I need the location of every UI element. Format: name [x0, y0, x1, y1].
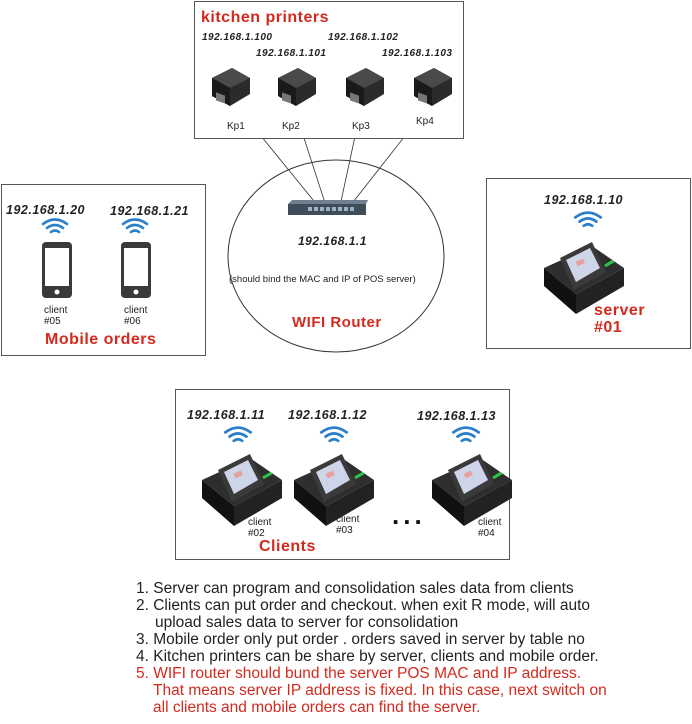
client-number: #06 [124, 316, 141, 327]
printer-label-2: Kp2 [282, 121, 300, 132]
client-word: client [124, 305, 148, 316]
pos-terminal-icon [432, 454, 512, 526]
switch-icon [288, 200, 368, 215]
wifi-icon [451, 426, 481, 443]
note-1: 1. Server can program and consolidation … [136, 580, 574, 597]
note-5-continued: all clients and mobile orders can find t… [153, 699, 481, 716]
ellipsis: ... [392, 500, 426, 530]
server-title: server [594, 302, 646, 319]
pos-terminal-icon [544, 242, 624, 314]
printer-icon [212, 68, 250, 106]
note-2: 2. Clients can put order and checkout. w… [136, 597, 591, 614]
printer-ip-3: 192.168.1.102 [328, 32, 399, 43]
client-number: #04 [478, 528, 495, 539]
pos-terminal-icon [202, 454, 282, 526]
client-number: #02 [248, 528, 265, 539]
server-number: #01 [594, 319, 623, 336]
printer-icon [278, 68, 316, 106]
kitchen-printers-title: kitchen printers [201, 9, 330, 26]
client-ip-3: 192.168.1.13 [417, 409, 496, 423]
server-ip: 192.168.1.10 [544, 193, 623, 207]
kitchen-printers-panel [194, 1, 464, 139]
note-4: 4. Kitchen printers can be share by serv… [136, 648, 599, 665]
client-label-2: client #03 [336, 514, 359, 536]
client-word: client [44, 305, 68, 316]
smartphone-icon [42, 242, 72, 298]
note-5-continued: That means server IP address is fixed. I… [153, 682, 607, 699]
router-circle [227, 159, 445, 353]
mobile-client-label-1: client #05 [44, 305, 67, 327]
client-word: client [478, 517, 502, 528]
pos-terminal-icon [294, 454, 374, 526]
printer-icon [414, 68, 452, 106]
client-word: client [336, 514, 360, 525]
smartphone-icon [121, 242, 151, 298]
note-5: 5. WIFI router should bund the server PO… [136, 665, 582, 682]
router-ip: 192.168.1.1 [298, 234, 367, 248]
mobile-orders-title: Mobile orders [45, 331, 157, 348]
note-3: 3. Mobile order only put order . orders … [136, 631, 585, 648]
mobile-client-label-2: client #06 [124, 305, 147, 327]
client-ip-2: 192.168.1.12 [288, 408, 367, 422]
mobile-ip-2: 192.168.1.21 [110, 204, 189, 218]
client-ip-1: 192.168.1.11 [187, 408, 266, 422]
printer-label-1: Kp1 [227, 121, 245, 132]
printer-ip-2: 192.168.1.101 [256, 48, 327, 59]
client-word: client [248, 517, 272, 528]
printer-icon [346, 68, 384, 106]
client-number: #05 [44, 316, 61, 327]
client-label-3: client #04 [478, 517, 501, 539]
printer-ip-4: 192.168.1.103 [382, 48, 453, 59]
wifi-icon [223, 426, 253, 443]
printer-label-4: Kp4 [416, 116, 434, 127]
wifi-icon [121, 218, 149, 234]
client-number: #03 [336, 525, 353, 536]
client-label-1: client #02 [248, 517, 271, 539]
wifi-icon [319, 426, 349, 443]
mobile-orders-panel [1, 184, 206, 356]
clients-title: Clients [259, 538, 316, 555]
router-title: WIFI Router [292, 314, 382, 331]
wifi-icon [41, 218, 69, 234]
printer-ip-1: 192.168.1.100 [202, 32, 273, 43]
notes-list: 1. Server can program and consolidation … [136, 580, 692, 716]
router-note: (should bind the MAC and IP of POS serve… [229, 274, 416, 285]
printer-label-3: Kp3 [352, 121, 370, 132]
note-2-continued: upload sales data to server for consolid… [155, 614, 459, 631]
wifi-icon [573, 211, 603, 228]
mobile-ip-1: 192.168.1.20 [6, 203, 85, 217]
